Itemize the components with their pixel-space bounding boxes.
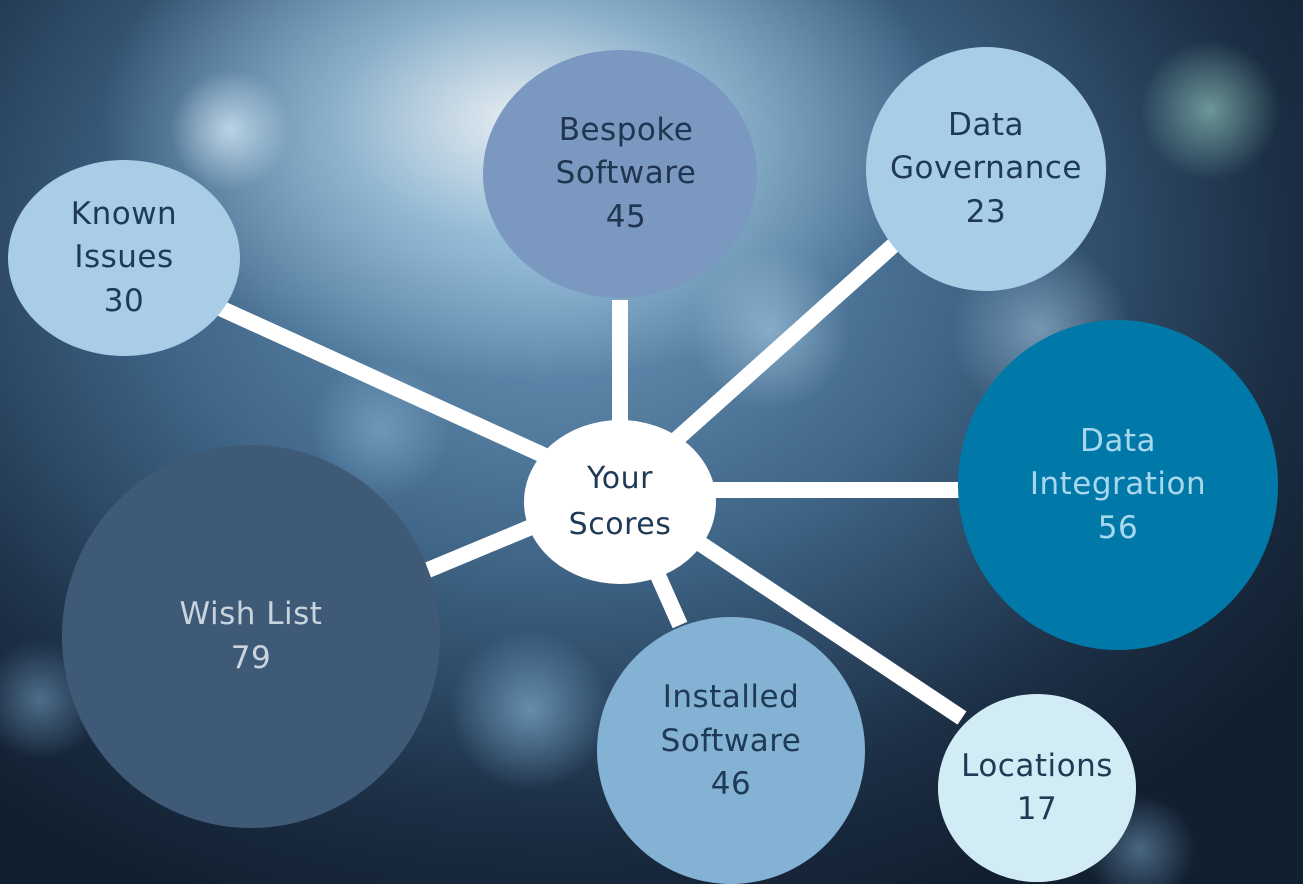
node-known-issues-score: 30: [103, 282, 145, 319]
node-locations: Locations 17: [938, 694, 1136, 882]
center-node: Your Scores: [524, 420, 716, 584]
node-bespoke-software-label: Bespoke Software: [555, 111, 697, 192]
node-bespoke-software-score: 45: [605, 198, 647, 235]
node-wish-list-score: 79: [230, 639, 272, 676]
node-locations-label: Locations: [961, 747, 1113, 784]
node-known-issues-label: Known Issues: [70, 195, 178, 276]
node-data-integration-score: 56: [1097, 509, 1139, 546]
node-wish-list: Wish List 79: [62, 445, 440, 828]
node-data-governance-score: 23: [965, 193, 1007, 230]
node-data-integration-label: Data Integration: [1029, 422, 1207, 503]
center-node-label: Your Scores: [568, 460, 672, 543]
node-installed-software-score: 46: [710, 766, 752, 803]
node-locations-score: 17: [1016, 791, 1058, 827]
node-data-integration: Data Integration 56: [958, 320, 1278, 650]
node-data-governance: Data Governance 23: [866, 47, 1106, 291]
node-known-issues: Known Issues 30: [8, 160, 240, 356]
node-bespoke-software: Bespoke Software 45: [483, 50, 757, 298]
node-installed-software-label: Installed Software: [660, 679, 802, 759]
node-installed-software: Installed Software 46: [597, 617, 865, 884]
node-data-governance-label: Data Governance: [889, 106, 1082, 187]
node-wish-list-label: Wish List: [179, 596, 323, 633]
